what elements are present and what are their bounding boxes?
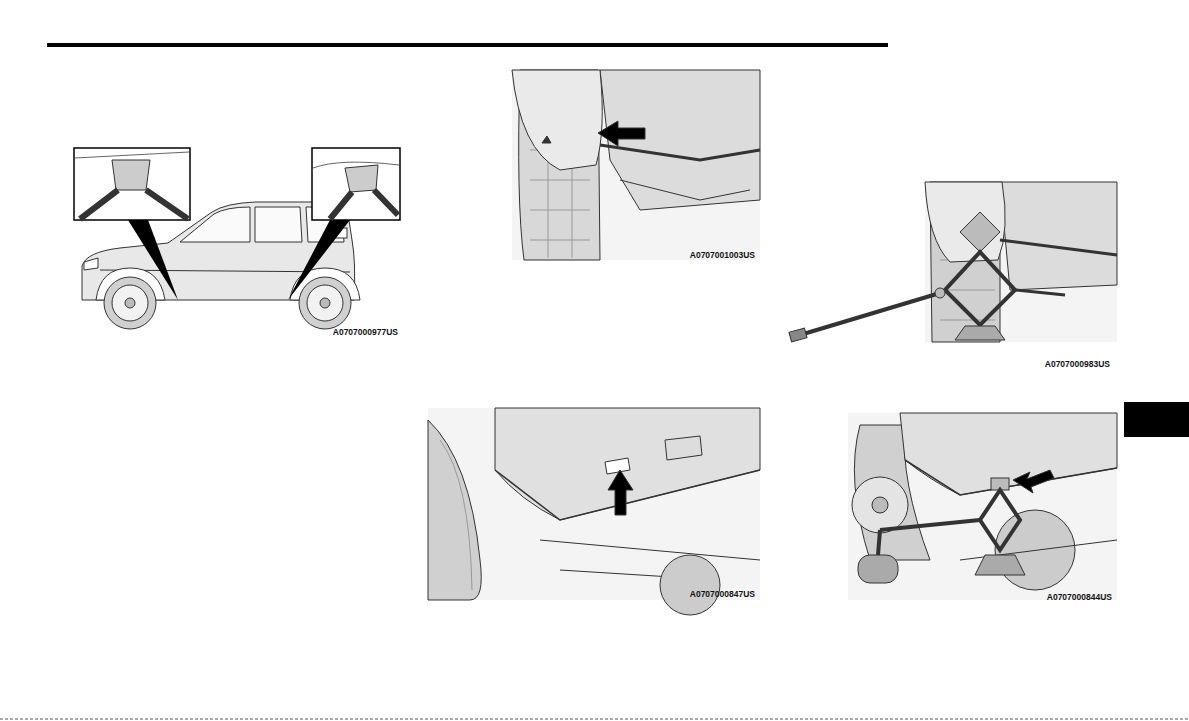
jack-point-inset	[80, 190, 188, 219]
jack-front-view	[1000, 182, 1117, 290]
figure-code: A0707000847US	[690, 590, 755, 599]
page-edge	[0, 719, 1189, 720]
jack-point-inset	[75, 152, 189, 158]
front-jack-point-view	[600, 70, 760, 210]
vehicle-side-view	[125, 298, 135, 308]
figure-code: A0707000983US	[1045, 360, 1110, 369]
section-tab	[1124, 402, 1189, 437]
rear-jack-point-view	[605, 458, 630, 474]
jack-front-view	[925, 182, 1117, 342]
jack-point-inset	[288, 220, 350, 300]
vehicle-side-view	[112, 285, 148, 321]
jack-point-inset	[330, 190, 398, 219]
front-jack-point-view	[512, 70, 760, 260]
front-jack-point-view	[620, 180, 750, 200]
jack-point-inset	[74, 148, 190, 220]
rear-jack-point-view	[428, 408, 760, 615]
vehicle-side-view	[299, 277, 351, 329]
jack-front-view	[1015, 290, 1065, 295]
vehicle-side-view	[104, 277, 156, 329]
jack-front-view	[925, 182, 1005, 262]
vehicle-side-view	[255, 207, 302, 242]
jack-rear-view	[872, 497, 888, 513]
jack-point-inset	[112, 160, 150, 190]
jack-point-inset	[74, 148, 400, 300]
jack-point-inset	[345, 165, 378, 192]
jack-rear-view	[905, 460, 1117, 495]
vehicle-side-view	[82, 202, 360, 329]
rear-jack-point-view	[495, 408, 760, 520]
rear-jack-point-view	[540, 540, 760, 580]
jack-front-view	[945, 252, 1015, 325]
jack-rear-view	[1013, 470, 1054, 493]
jack-rear-view	[878, 530, 880, 555]
header-rule	[47, 43, 888, 47]
rear-jack-point-view	[495, 470, 760, 520]
jack-front-view	[789, 182, 1117, 342]
jack-rear-view	[852, 477, 908, 533]
vehicle-side-view	[84, 258, 98, 270]
vehicle-side-view	[307, 285, 343, 321]
jack-rear-view	[848, 413, 1117, 600]
jack-rear-view	[975, 555, 1025, 575]
front-jack-point-view	[512, 70, 760, 260]
jack-rear-view	[880, 520, 980, 530]
front-jack-point-view	[598, 121, 645, 146]
jack-front-view	[800, 293, 940, 335]
figure-code: A0707001003US	[690, 251, 755, 260]
rear-jack-point-view	[428, 420, 481, 600]
figure-code: A0707000844US	[1047, 593, 1112, 602]
jack-point-inset	[128, 220, 178, 300]
front-jack-point-view	[542, 136, 551, 143]
rear-jack-point-view	[665, 436, 702, 460]
jack-front-view	[960, 212, 1000, 252]
jack-front-view	[1000, 240, 1117, 255]
jack-rear-view	[848, 413, 1117, 600]
jack-rear-view	[900, 413, 1117, 495]
jack-rear-view	[980, 490, 1020, 550]
front-jack-point-view	[600, 145, 760, 160]
jack-front-view	[955, 326, 1005, 340]
rear-jack-point-view	[608, 470, 633, 515]
jack-front-view	[935, 288, 945, 298]
rear-jack-point-view	[660, 555, 720, 615]
jack-front-view	[789, 328, 807, 342]
front-jack-point-view	[512, 70, 602, 170]
rear-jack-point-view	[440, 440, 472, 590]
figure-code: A0707000977US	[333, 328, 398, 337]
jack-point-inset	[312, 148, 400, 220]
jack-rear-view	[858, 555, 898, 583]
vehicle-side-view	[320, 298, 330, 308]
